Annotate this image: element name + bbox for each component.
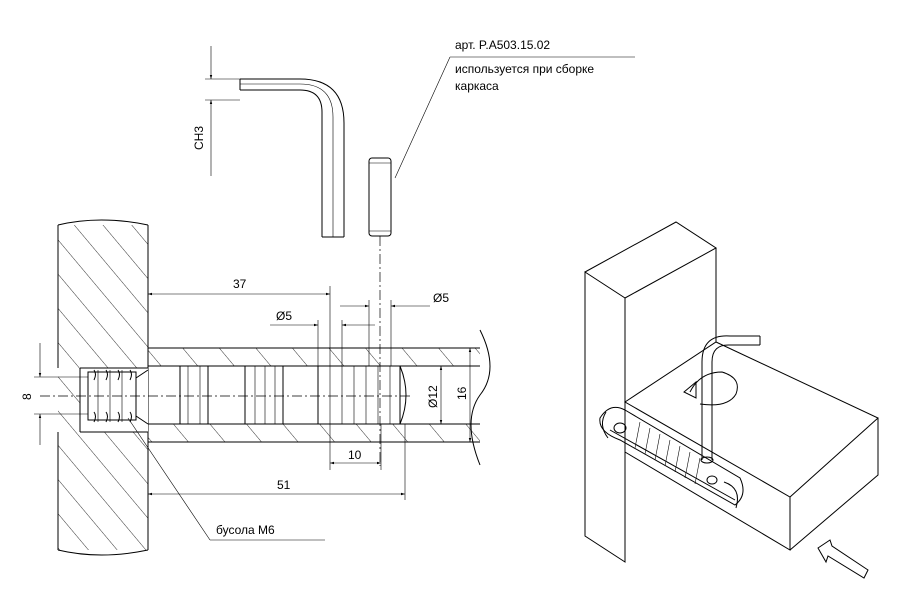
dim-length-37: 37	[233, 277, 247, 291]
wall-section	[57, 219, 149, 556]
hex-key-size-label: СН3	[192, 126, 206, 150]
dim-length-51: 51	[277, 478, 291, 492]
bushing-note: бусола М6	[216, 523, 275, 537]
dim-diameter-12: Ø12	[426, 385, 440, 408]
dim-diameter-5-left: Ø5	[276, 309, 292, 323]
pin-note-leader	[394, 56, 635, 179]
panel-section	[40, 329, 491, 466]
pin-usage-note-line2: каркаса	[455, 79, 499, 93]
dim-diameter-5-right: Ø5	[433, 291, 449, 305]
hex-key-drawing	[205, 46, 345, 238]
isometric-view	[584, 221, 879, 579]
bushing-thread	[87, 369, 149, 425]
dowel-pin-drawing	[368, 157, 392, 466]
dimension-lines	[34, 286, 472, 541]
pin-usage-note-line1: используется при сборке	[455, 62, 594, 76]
dim-thread-8: 8	[20, 393, 34, 400]
dim-length-10: 10	[348, 448, 362, 462]
connector-body-section	[179, 365, 407, 425]
dim-height-16: 16	[455, 386, 469, 400]
pin-article-note: арт. P.A503.15.02	[455, 38, 550, 52]
